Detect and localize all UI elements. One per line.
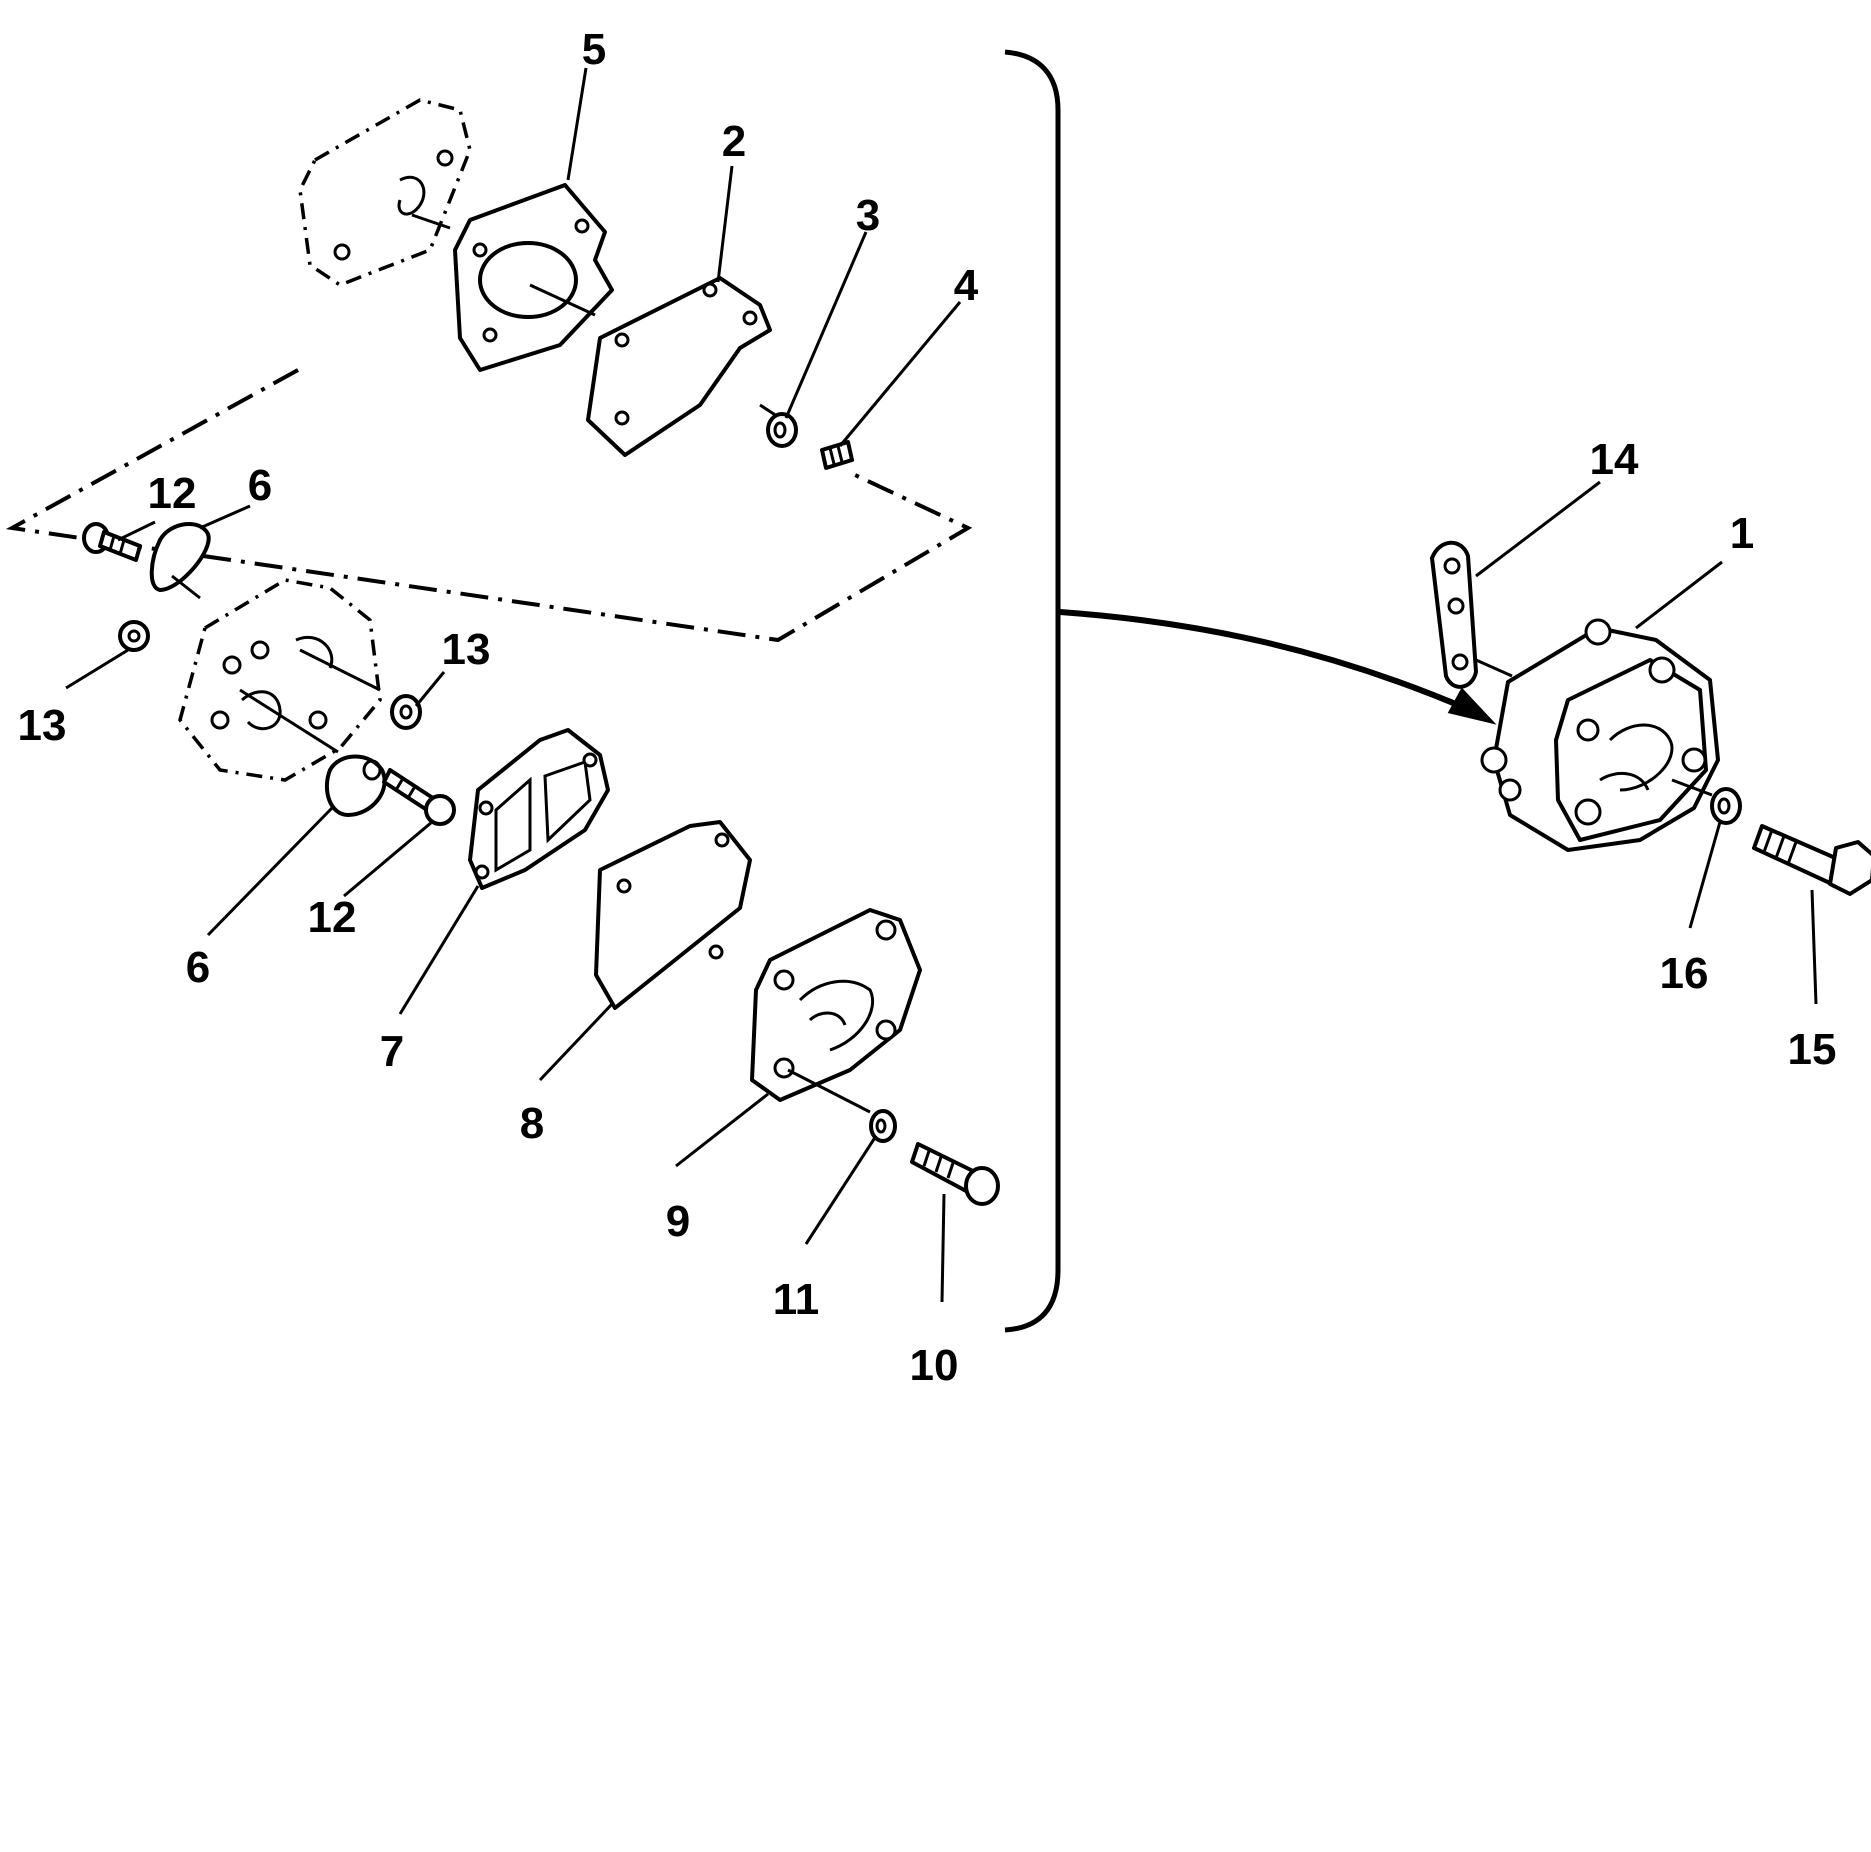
part-1-fuel-pump-assembly — [1475, 618, 1720, 852]
callout-6-upper: 6 — [248, 461, 272, 510]
part-16-washer — [1710, 787, 1742, 825]
callout-4: 4 — [954, 261, 979, 310]
callout-13-left: 13 — [18, 701, 67, 750]
part-12-screw-upper — [82, 522, 142, 562]
part-8-diaphragm — [594, 820, 752, 1010]
callout-7: 7 — [380, 1027, 404, 1076]
assembly-arrow — [1059, 609, 1497, 725]
callout-labels: 5 2 3 4 14 1 12 6 13 13 6 12 7 8 9 11 10… — [18, 25, 1837, 1390]
part-15-bolt — [1752, 824, 1871, 896]
callout-9: 9 — [666, 1197, 690, 1246]
part-13-nut-right — [390, 694, 422, 730]
callout-3: 3 — [856, 191, 880, 240]
phantom-housing-outline — [298, 98, 472, 287]
callout-1: 1 — [1730, 509, 1754, 558]
callout-13-right: 13 — [442, 625, 491, 674]
part-11-washer — [869, 1109, 897, 1143]
part-14-gasket — [1430, 540, 1478, 689]
callout-15: 15 — [1788, 1025, 1837, 1074]
part-6-check-valve-lower — [324, 754, 387, 817]
pump-body-phantom — [178, 578, 382, 782]
part-2-diaphragm — [586, 276, 781, 457]
part-9-cover — [750, 908, 922, 1114]
callout-12-lower: 12 — [308, 893, 357, 942]
part-10-screw — [910, 1142, 1000, 1206]
callout-16: 16 — [1660, 949, 1709, 998]
part-7-gasket — [468, 728, 610, 890]
callout-2: 2 — [722, 117, 746, 166]
callout-11: 11 — [773, 1275, 820, 1324]
part-13-nut-left — [118, 620, 150, 652]
part-4-screw — [820, 440, 854, 470]
callout-14: 14 — [1590, 435, 1639, 484]
part-12-screw-lower — [382, 768, 456, 826]
exploded-view-frame — [5, 368, 973, 643]
callout-5: 5 — [582, 25, 606, 74]
callout-10: 10 — [910, 1341, 959, 1390]
group-bracket — [1004, 49, 1061, 1333]
callout-8: 8 — [520, 1099, 544, 1148]
callout-6-lower: 6 — [186, 943, 210, 992]
callout-12-upper: 12 — [148, 469, 197, 518]
part-6-check-valve-upper — [149, 521, 211, 600]
part-5-gasket — [411, 183, 614, 372]
callout-leaders — [65, 67, 1818, 1303]
part-3-washer — [766, 412, 798, 448]
